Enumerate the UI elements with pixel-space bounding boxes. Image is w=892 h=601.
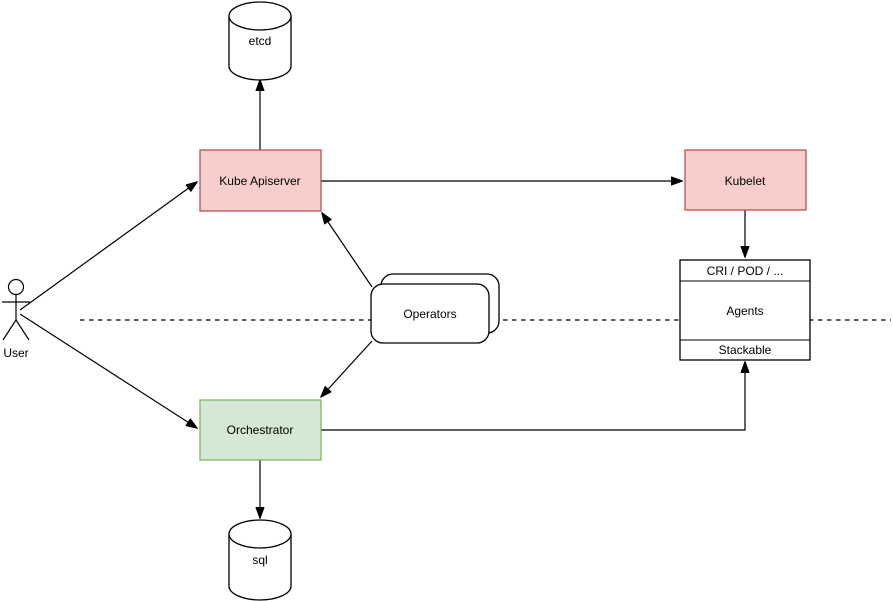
operators-front-card: [370, 283, 490, 344]
edge-operators-to-kube-apiserver: [321, 212, 373, 288]
node-agents-stack: CRI / POD / ... Agents Stackable: [679, 259, 811, 361]
sql-cylinder-rim: [228, 533, 292, 549]
kubelet-label: Kubelet: [725, 174, 766, 188]
stackable-row-label: Stackable: [719, 343, 772, 357]
etcd-cylinder-rim: [228, 15, 292, 31]
kube-apiserver-box: [199, 149, 322, 212]
node-orchestrator: Orchestrator: [199, 399, 322, 461]
node-kubelet: Kubelet: [684, 149, 807, 211]
edge-user-to-orchestrator: [19, 313, 198, 429]
user-label: User: [3, 346, 28, 360]
agents-row-label: Agents: [726, 304, 763, 318]
orchestrator-label: Orchestrator: [227, 423, 294, 437]
kube-apiserver-label: Kube Apiserver: [219, 174, 300, 188]
node-kube-apiserver: Kube Apiserver: [199, 149, 322, 212]
edge-orchestrator-to-stackable: [321, 361, 750, 431]
operators-label: Operators: [403, 307, 456, 321]
actor-user: User: [2, 278, 30, 360]
kubelet-box: [684, 149, 807, 211]
orchestrator-box: [199, 399, 322, 461]
node-operators: Operators: [370, 273, 500, 344]
cri-pod-row-label: CRI / POD / ...: [707, 264, 784, 278]
agents-stack-box: [679, 259, 811, 361]
user-actor-leg-right: [15, 319, 30, 341]
edge-operators-to-orchestrator: [320, 340, 373, 398]
node-sql: sql: [228, 519, 292, 601]
etcd-label: etcd: [249, 34, 272, 48]
sql-label: sql: [252, 553, 267, 567]
node-etcd: etcd: [228, 1, 292, 81]
user-actor-leg-left: [2, 319, 17, 341]
edge-user-to-kube-apiserver: [19, 181, 198, 311]
user-actor-head: [7, 278, 25, 296]
